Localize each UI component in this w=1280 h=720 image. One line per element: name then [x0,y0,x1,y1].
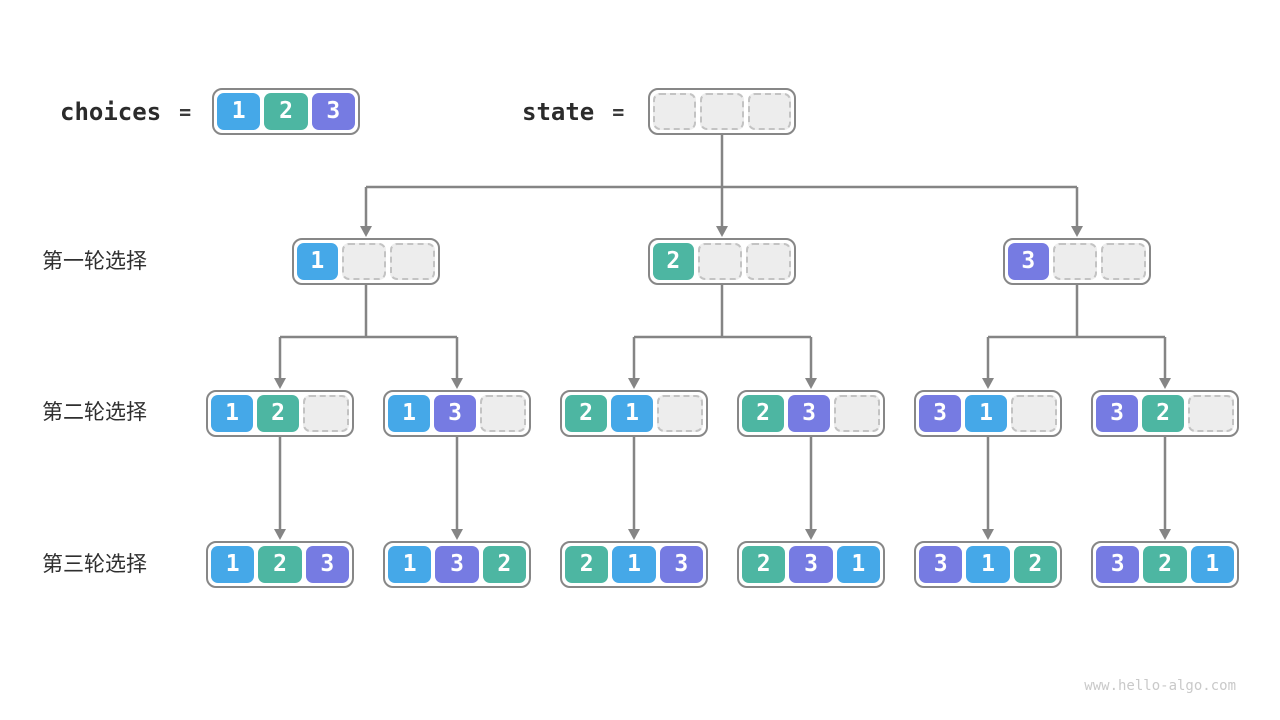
empty-cell [653,93,697,130]
state-header: state = [522,88,624,135]
choices-label: choices [60,97,162,126]
empty-cell [390,243,436,280]
value-cell: 2 [1143,546,1187,583]
value-cell: 1 [211,546,255,583]
round-1-label: 第一轮选择 [42,250,147,273]
state-box-round-1: 2 [648,238,796,285]
value-cell: 2 [264,93,308,130]
value-cell: 2 [482,546,526,583]
value-cell: 1 [612,546,656,583]
value-cell: 2 [257,395,299,432]
value-cell: 2 [653,243,694,280]
value-cell: 1 [1190,546,1234,583]
empty-cell [341,243,387,280]
value-cell: 1 [965,395,1007,432]
value-cell: 1 [217,93,261,130]
state-box-round-1: 3 [1003,238,1151,285]
empty-cell [480,395,526,432]
site-watermark: www.hello-algo.com [1084,678,1236,694]
equals-sign: = [179,99,192,124]
value-cell: 1 [836,546,880,583]
empty-cell [700,93,744,130]
value-cell: 3 [311,93,355,130]
state-box-round-1: 1 [292,238,440,285]
equals-sign: = [612,99,625,124]
value-cell: 3 [659,546,703,583]
value-cell: 3 [789,546,833,583]
choices-header: choices = [60,88,191,135]
value-cell: 3 [1096,395,1138,432]
value-cell: 1 [611,395,653,432]
value-cell: 1 [388,395,430,432]
empty-cell [303,395,349,432]
empty-cell [747,93,791,130]
value-cell: 2 [565,546,609,583]
round-3-label: 第三轮选择 [42,553,147,576]
value-cell: 2 [565,395,607,432]
value-cell: 1 [388,546,432,583]
value-cell: 2 [1013,546,1057,583]
value-cell: 3 [305,546,349,583]
value-cell: 3 [1096,546,1140,583]
round-2-label: 第二轮选择 [42,401,147,424]
empty-cell [1011,395,1057,432]
value-cell: 1 [966,546,1010,583]
empty-cell [746,243,792,280]
value-cell: 3 [1008,243,1049,280]
state-box [648,88,796,135]
empty-cell [1052,243,1098,280]
empty-cell [834,395,880,432]
empty-cell [697,243,743,280]
value-cell: 2 [742,395,784,432]
value-cell: 2 [742,546,786,583]
value-cell: 2 [1142,395,1184,432]
empty-cell [657,395,703,432]
value-cell: 3 [919,546,963,583]
value-cell: 3 [434,395,476,432]
value-cell: 1 [211,395,253,432]
value-cell: 3 [788,395,830,432]
value-cell: 2 [258,546,302,583]
value-cell: 3 [919,395,961,432]
arrowheads [274,226,1171,540]
value-cell: 3 [435,546,479,583]
empty-cell [1101,243,1147,280]
empty-cell [1188,395,1234,432]
state-label: state [522,97,595,126]
value-cell: 1 [297,243,338,280]
